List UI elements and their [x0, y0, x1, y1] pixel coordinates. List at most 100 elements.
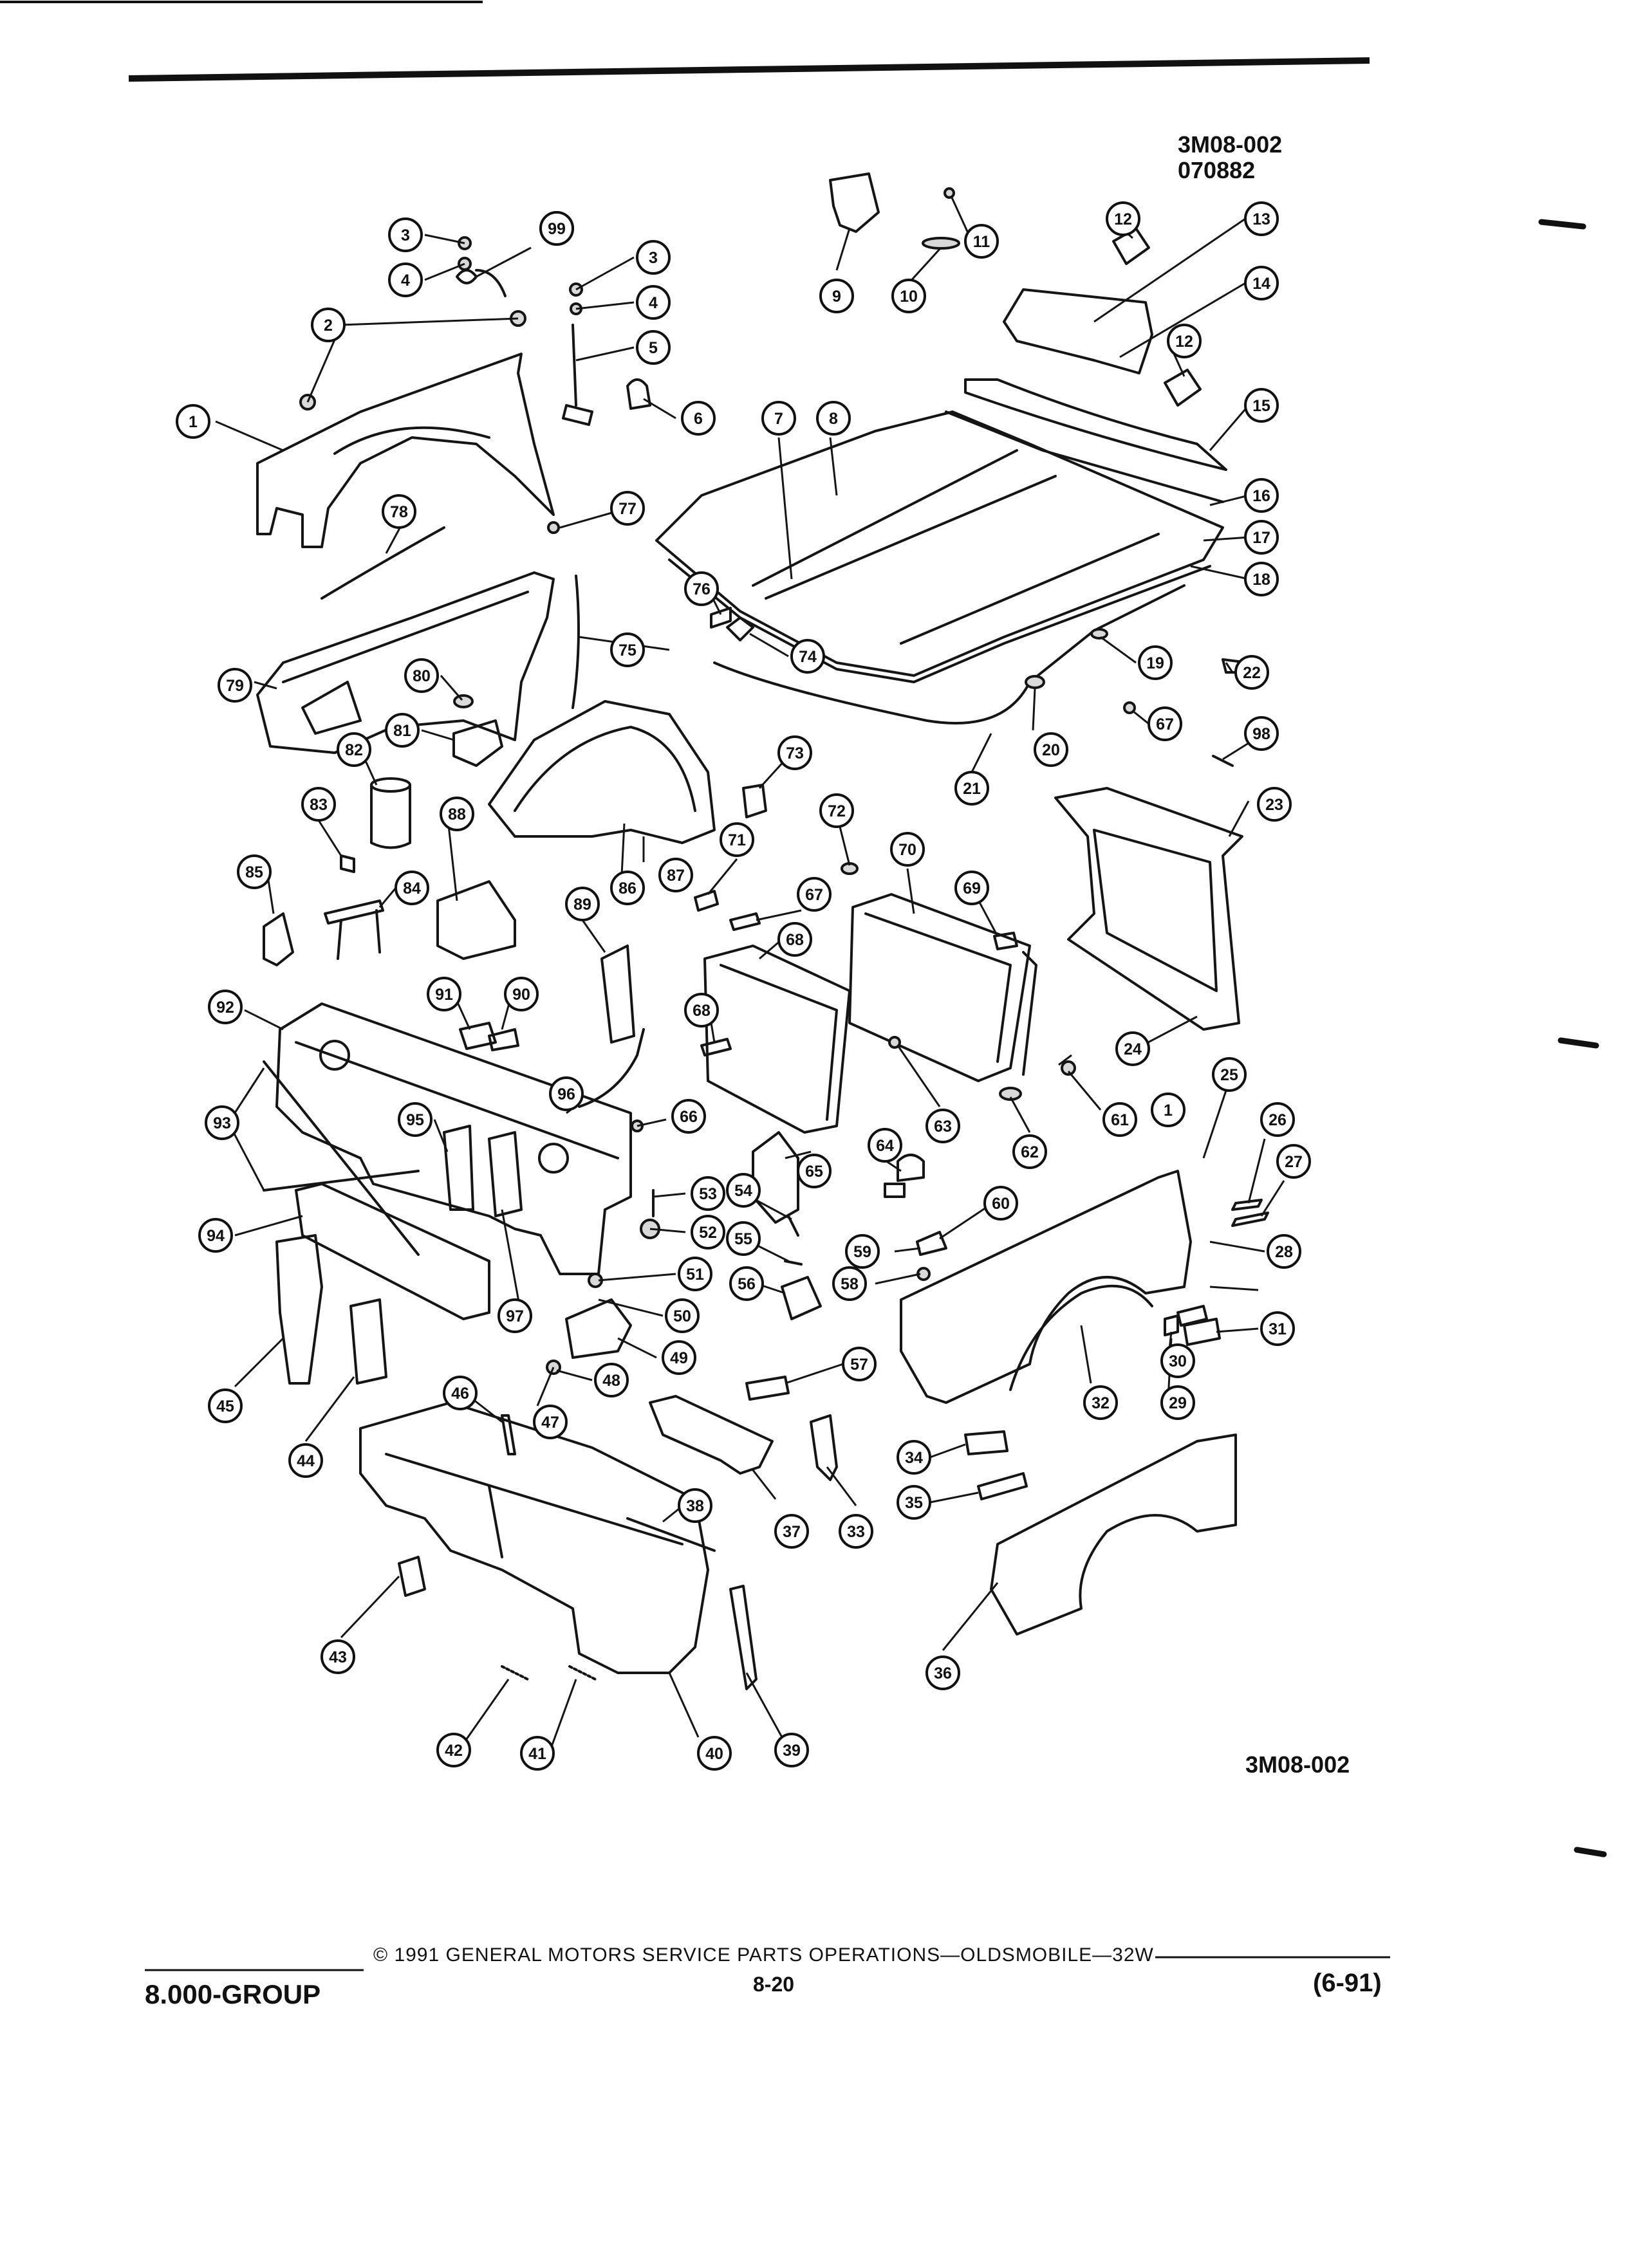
hood-latch: [829, 172, 880, 233]
callout-number: 74: [799, 648, 817, 666]
callout-number: 5: [649, 339, 658, 357]
brace-rod-94: [263, 1060, 420, 1256]
callout-circle: [1234, 655, 1269, 690]
callout-number: 23: [1265, 796, 1283, 814]
callout-circle: [662, 1340, 696, 1375]
callout-circle: [925, 1655, 960, 1690]
callout-46: 46: [443, 1376, 478, 1410]
callout-circle: [697, 1736, 732, 1771]
figure-id-top: 3M08-002: [1178, 131, 1283, 158]
callout-circle: [504, 977, 539, 1011]
callout-circle: [497, 1298, 532, 1333]
callout-number: 81: [393, 722, 411, 740]
callout-circle: [440, 797, 474, 831]
bracket-47: [501, 1414, 516, 1455]
callout-number: 2: [324, 317, 333, 335]
callout-number: 47: [541, 1414, 559, 1432]
callout-number: 63: [934, 1118, 952, 1136]
bracket-77: [710, 607, 732, 629]
bracket-68: [700, 1038, 732, 1056]
callout-number: 86: [618, 880, 637, 898]
callout-68: 68: [777, 922, 812, 957]
callout-circle: [954, 871, 989, 905]
callout-circle: [1244, 520, 1279, 555]
callout-24: 24: [1115, 1031, 1150, 1066]
bracket-38: [649, 1395, 774, 1475]
callout-79: 79: [218, 668, 252, 703]
figure-number-top: 070882: [1178, 157, 1256, 183]
callout-number: 93: [213, 1114, 231, 1132]
callout-circle: [1012, 1134, 1047, 1169]
callout-circle: [565, 887, 600, 921]
callout-number: 28: [1275, 1243, 1293, 1261]
callout-number: 71: [728, 831, 746, 849]
callout-1: 1: [176, 404, 210, 439]
callout-number: 52: [699, 1224, 717, 1242]
callout-circle: [1083, 1385, 1118, 1420]
bracket-44: [398, 1556, 426, 1597]
callout-32: 32: [1083, 1385, 1118, 1420]
callout-12: 12: [1106, 201, 1140, 236]
callout-circle: [774, 1733, 809, 1767]
callout-circle: [964, 224, 999, 259]
callout-circle: [549, 1076, 584, 1111]
callout-13: 13: [1244, 201, 1279, 236]
callout-number: 27: [1285, 1153, 1303, 1171]
fastener-64: [888, 1036, 901, 1049]
emblem-30: [1183, 1318, 1221, 1346]
callout-75: 75: [610, 632, 645, 667]
callout-39: 39: [774, 1733, 809, 1767]
copyright-line: © 1991 GENERAL MOTORS SERVICE PARTS OPER…: [373, 1944, 1154, 1966]
callout-number: 9: [832, 288, 841, 306]
callout-31: 31: [1260, 1311, 1295, 1346]
callout-circle: [839, 1514, 873, 1549]
callout-number: 69: [963, 880, 981, 898]
callout-52: 52: [691, 1215, 725, 1249]
callout-circle: [208, 1388, 243, 1423]
callout-73: 73: [777, 735, 812, 770]
callout-circle: [1260, 1102, 1295, 1137]
callout-10: 10: [891, 279, 926, 313]
callout-number: 8: [829, 410, 838, 428]
callout-1: 1: [1151, 1093, 1185, 1127]
callout-number: 94: [207, 1227, 225, 1245]
callout-18: 18: [1244, 562, 1279, 596]
callout-circle: [726, 1173, 761, 1208]
callout-number: 82: [345, 741, 363, 759]
callout-number: 73: [786, 744, 804, 762]
callout-circle: [832, 1266, 867, 1301]
callout-59: 59: [845, 1234, 880, 1269]
callout-circle: [427, 977, 461, 1011]
callout-number: 14: [1252, 275, 1270, 293]
callout-circle: [636, 240, 671, 275]
callout-number: 36: [934, 1664, 952, 1683]
callout-circle: [533, 1405, 568, 1439]
callout-number: 46: [451, 1385, 469, 1403]
callout-circle: [1160, 1343, 1195, 1378]
callout-circle: [395, 871, 429, 905]
callout-circle: [774, 1514, 809, 1549]
bracket-6: [626, 378, 651, 410]
callout-circle: [777, 922, 812, 957]
callout-48: 48: [594, 1363, 629, 1397]
callout-circle: [671, 1099, 706, 1134]
callout-number: 75: [618, 641, 637, 659]
callout-number: 64: [876, 1137, 894, 1155]
cap-63: [999, 1087, 1022, 1101]
callout-number: 90: [512, 986, 530, 1004]
scan-mark: [1538, 219, 1586, 230]
air-hose-97-outline: [578, 1028, 645, 1108]
callout-number: 19: [1146, 654, 1164, 672]
callout-47: 47: [533, 1405, 568, 1439]
brace-rod-94: [263, 1170, 420, 1192]
callout-circle: [691, 1176, 725, 1211]
callout-circle: [610, 491, 645, 526]
callout-27: 27: [1276, 1144, 1311, 1179]
callout-number: 4: [649, 294, 658, 312]
callout-37: 37: [774, 1514, 809, 1549]
callout-number: 43: [329, 1648, 347, 1666]
bracket-58: [745, 1376, 790, 1401]
clip-42: [568, 1665, 597, 1681]
bracket-82: [452, 719, 503, 767]
callout-14: 14: [1244, 266, 1279, 300]
